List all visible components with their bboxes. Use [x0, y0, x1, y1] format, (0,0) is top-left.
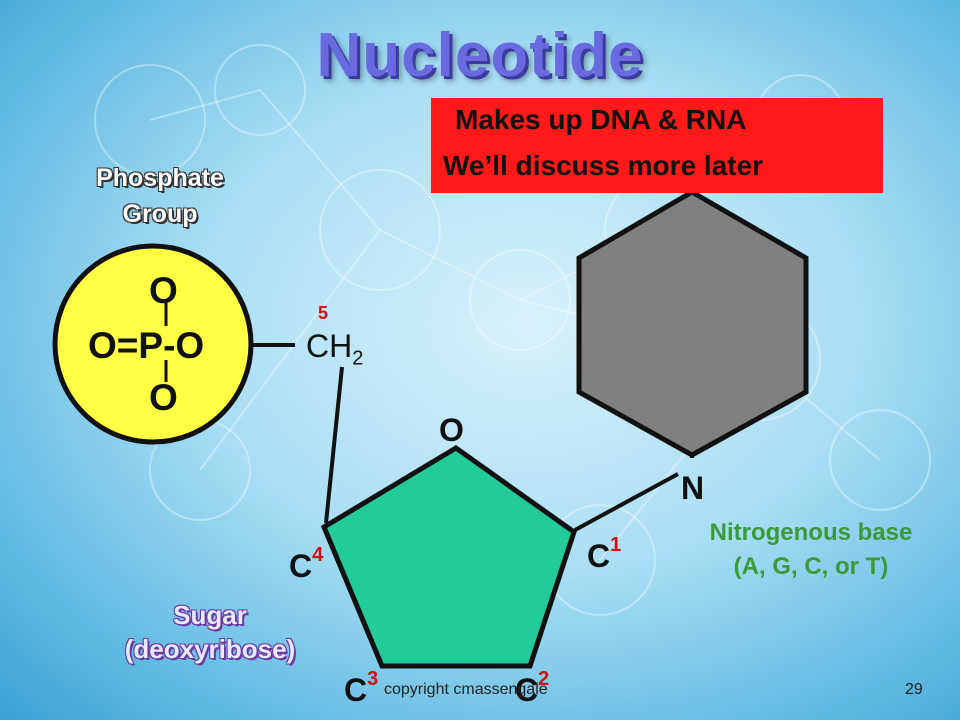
bond-ch2-c4 — [324, 366, 344, 524]
carbon-2-label: C2 — [515, 668, 549, 709]
c3-letter: C — [344, 672, 368, 708]
nitrogenous-base-line-1: Nitrogenous base — [709, 519, 913, 546]
nitrogenous-base-label: Nitrogenous base (A, G, C, or T) — [676, 516, 946, 584]
phosphate-label-line-2: Group — [122, 200, 198, 228]
phosphate-circle — [52, 243, 254, 445]
c3-number: 3 — [367, 668, 379, 691]
carbon-3-label: C3 — [344, 668, 378, 709]
c4-number: 4 — [312, 544, 324, 567]
ch2-label: CH2 — [306, 328, 363, 370]
ring-oxygen-label: O — [439, 412, 464, 448]
sugar-label-line-2: (deoxyribose) — [124, 634, 296, 664]
phosphate-formula: O=P-O — [88, 325, 205, 366]
sugar-label-line-1: Sugar — [173, 600, 247, 630]
carbon-5-number: 5 — [318, 303, 329, 323]
bond-c1-n — [574, 472, 679, 532]
ch2-subscript: 2 — [352, 347, 364, 370]
slide-number: 29 — [905, 681, 923, 698]
callout-line-1: Makes up DNA & RNA — [455, 104, 747, 135]
nitrogenous-base-hexagon — [576, 189, 809, 458]
sugar-pentagon — [320, 445, 577, 669]
sugar-label: Sugar (deoxyribose) — [100, 598, 320, 666]
callout-line-2: We’ll discuss more later — [443, 150, 764, 181]
c4-letter: C — [289, 548, 313, 584]
nitrogenous-base-line-2: (A, G, C, or T) — [733, 553, 889, 580]
carbon-1-label: C1 — [587, 534, 621, 575]
c2-number: 2 — [538, 668, 550, 691]
phosphate-oxygen-bottom: O — [149, 377, 178, 418]
phosphate-group-label: Phosphate Group — [50, 160, 270, 232]
nitrogen-label: N — [681, 470, 705, 506]
c1-number: 1 — [610, 534, 622, 557]
c2-letter: C — [515, 672, 539, 708]
c1-letter: C — [587, 538, 611, 574]
phosphate-label-line-1: Phosphate — [96, 164, 224, 192]
phosphate-oxygen-top: O — [149, 270, 178, 311]
page-title: Nucleotide — [316, 21, 644, 90]
ch2-main: CH — [306, 328, 353, 364]
copyright-text: copyright cmassengale — [384, 681, 548, 698]
callout-box — [431, 98, 883, 193]
carbon-4-label: C4 — [289, 544, 323, 585]
